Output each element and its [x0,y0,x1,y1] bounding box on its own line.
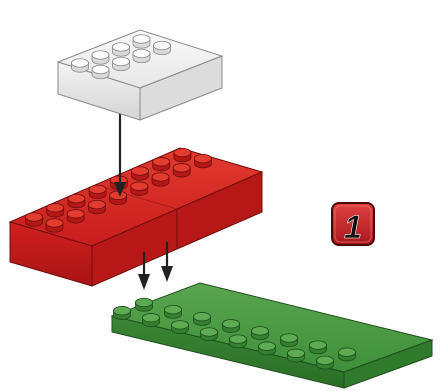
red-stud [89,185,106,199]
step-number-badge: 1 [332,203,374,245]
red-stud [88,200,105,214]
red-stud [131,182,148,195]
white-stud [72,59,89,73]
red-stud [194,154,211,168]
green-stud [136,298,153,311]
white-stud [92,65,109,79]
red-stud [132,167,149,181]
white-stud [113,43,130,57]
white-stud [154,41,171,55]
red-stud [47,204,64,218]
green-stud [288,349,305,362]
green-stud [339,348,356,361]
white-stud [92,51,109,65]
white-stud [133,49,150,63]
green-stud [114,306,131,319]
green-stud [310,341,327,354]
step-number: 1 [344,209,362,245]
green-stud [201,328,218,341]
green-stud [281,334,298,347]
red-stud [110,191,127,205]
green-stud [252,327,269,340]
red-brick-pair [10,148,262,286]
green-stud [165,305,182,318]
red-stud [152,173,169,187]
red-stud [67,210,84,224]
red-stud [174,148,191,162]
white-brick [58,30,222,120]
arrow-white-to-red [114,110,126,197]
green-stud [223,320,240,333]
red-stud [173,164,190,178]
red-stud [26,213,43,227]
green-stud [194,312,211,325]
red-stud [68,194,85,208]
green-stud [259,342,276,355]
green-stud [172,321,189,334]
white-stud [113,57,130,71]
white-stud [133,35,150,49]
green-plate [112,283,432,388]
green-stud [143,314,160,327]
red-stud [46,219,63,233]
green-stud [317,356,334,369]
green-stud [230,335,247,348]
red-stud [153,158,170,172]
